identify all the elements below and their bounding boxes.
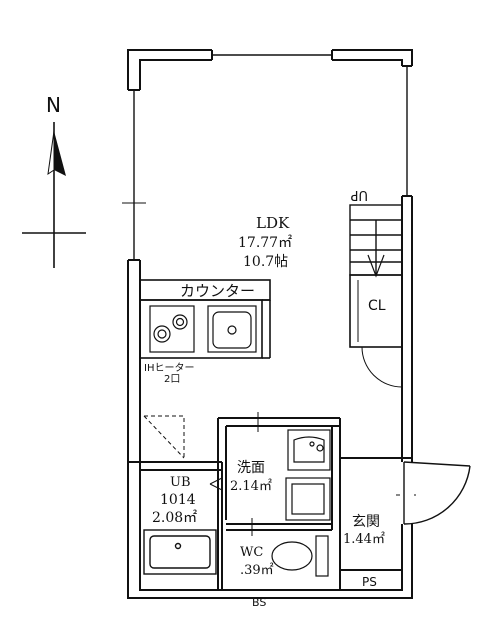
wc-name: WC <box>240 545 263 560</box>
compass-north-label: N <box>46 93 61 117</box>
fridge-space <box>143 415 185 459</box>
entrance-area: 1.44㎡ <box>343 532 385 547</box>
toilet-icon <box>271 535 329 577</box>
washroom-area: 2.14㎡ <box>230 479 272 494</box>
heater-label: IHヒーター <box>144 362 194 374</box>
bathtub-icon <box>143 529 217 575</box>
interior-walls <box>128 417 412 590</box>
ldk-name: LDK <box>256 214 290 232</box>
washbasin-icon <box>287 429 331 471</box>
entrance-name: 玄関 <box>352 513 380 530</box>
washing-machine-space <box>285 477 331 521</box>
balcony-label: BS <box>252 596 266 609</box>
bath-door-icon <box>209 477 223 491</box>
kitchen-counter <box>139 279 271 359</box>
heater-burners-label: 2口 <box>164 374 180 385</box>
closet-label: CL <box>368 298 386 314</box>
wall-marks <box>251 412 416 536</box>
closet <box>349 274 403 388</box>
bath-name: UB <box>170 475 191 490</box>
ih-heater-icon <box>149 305 195 353</box>
top-windows <box>211 48 333 62</box>
washroom-name: 洗面 <box>237 460 265 476</box>
bath-size: 1014 <box>160 492 196 508</box>
stairs-up-label: UP <box>350 187 368 202</box>
bath-area: 2.08㎡ <box>152 510 197 526</box>
ldk-tatami: 10.7帖 <box>243 254 288 270</box>
sink-icon <box>207 305 257 353</box>
pipe-space-label: PS <box>362 575 377 589</box>
wc-area: .39㎡ <box>240 563 274 578</box>
ldk-area: 17.77㎡ <box>238 235 292 251</box>
right-window <box>400 65 414 197</box>
counter-label: カウンター <box>180 282 255 300</box>
north-arrow-icon <box>22 122 86 268</box>
left-window <box>122 89 146 261</box>
entrance-door-icon[interactable] <box>400 461 471 525</box>
staircase <box>349 204 403 278</box>
